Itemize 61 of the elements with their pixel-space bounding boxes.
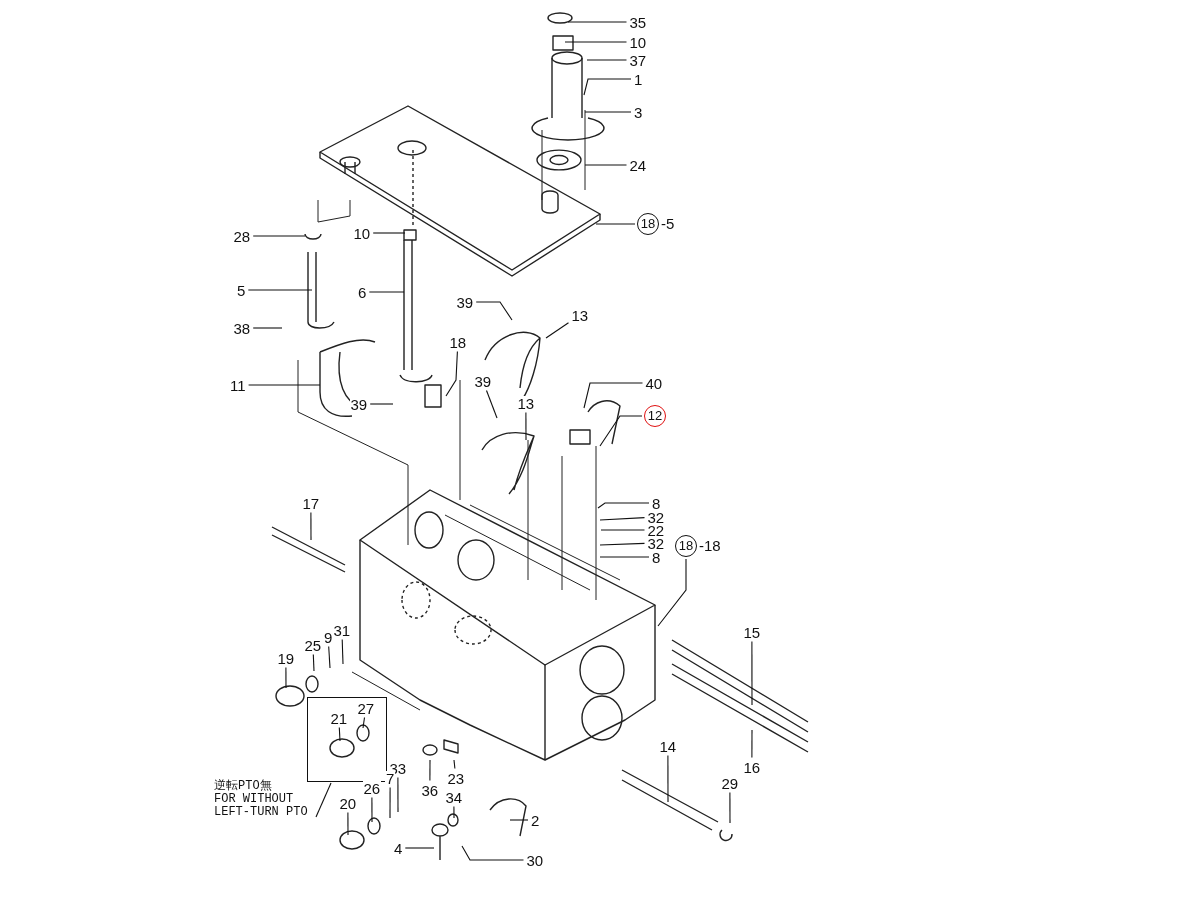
leader-line (583, 78, 632, 96)
leader-line (371, 796, 373, 823)
leader-line (404, 847, 435, 849)
leader-line (347, 811, 349, 836)
leader-line (341, 638, 344, 665)
leader-line (584, 164, 628, 166)
leader-line (564, 41, 628, 43)
leader-line (369, 403, 394, 405)
leader-line (751, 640, 753, 706)
leader-line (362, 716, 366, 729)
leader-line (485, 389, 498, 419)
leader-line (389, 786, 391, 819)
callout-number: 18 (637, 213, 659, 235)
leader-line (599, 542, 646, 546)
leader-line (453, 759, 456, 770)
leader-line (667, 754, 669, 803)
leader-line (429, 759, 431, 782)
leader-line (567, 21, 628, 23)
leader-line (475, 301, 513, 321)
leader-line (545, 322, 570, 339)
leader-line (509, 819, 529, 821)
leader-line (657, 558, 687, 627)
leader-line (595, 223, 636, 225)
leader-line (461, 845, 525, 861)
leader-line (584, 111, 632, 113)
callout-suffix: -5 (661, 216, 675, 231)
callout-number: 12 (644, 405, 666, 427)
group-frame (307, 697, 387, 782)
callout-number: 7 (385, 770, 396, 786)
leader-line (599, 415, 643, 447)
leader-line (252, 327, 283, 329)
leader-line (583, 382, 644, 409)
callout-number: 39 (349, 396, 369, 412)
leader-line (597, 502, 650, 509)
leader-line (285, 666, 287, 689)
leader-line (338, 726, 341, 742)
leader-line (397, 776, 399, 813)
leader-line (312, 653, 315, 672)
leader-line (586, 59, 628, 61)
leader-line (600, 529, 646, 531)
leader-line (247, 289, 313, 291)
leader-line (328, 645, 331, 669)
leader-line (445, 350, 458, 397)
leader-line (372, 232, 406, 234)
callout-number: 18 (675, 535, 697, 557)
leader-line (751, 729, 753, 759)
leader-line (599, 556, 650, 558)
note-text: 逆転PTO無 (214, 780, 273, 793)
callout-number: 13 (516, 395, 536, 411)
leader-line (252, 235, 306, 237)
leader-line (525, 411, 527, 441)
callout-number: 26 (362, 780, 382, 796)
leader-line (310, 511, 312, 541)
leader-line (599, 517, 646, 521)
leader-line (248, 384, 321, 386)
leader-line (315, 782, 332, 818)
callout-suffix: -18 (699, 538, 721, 553)
note-text: FOR WITHOUT LEFT-TURN PTO (214, 793, 309, 819)
leader-line (453, 805, 455, 819)
leader-line (729, 791, 731, 824)
leader-line (368, 291, 405, 293)
